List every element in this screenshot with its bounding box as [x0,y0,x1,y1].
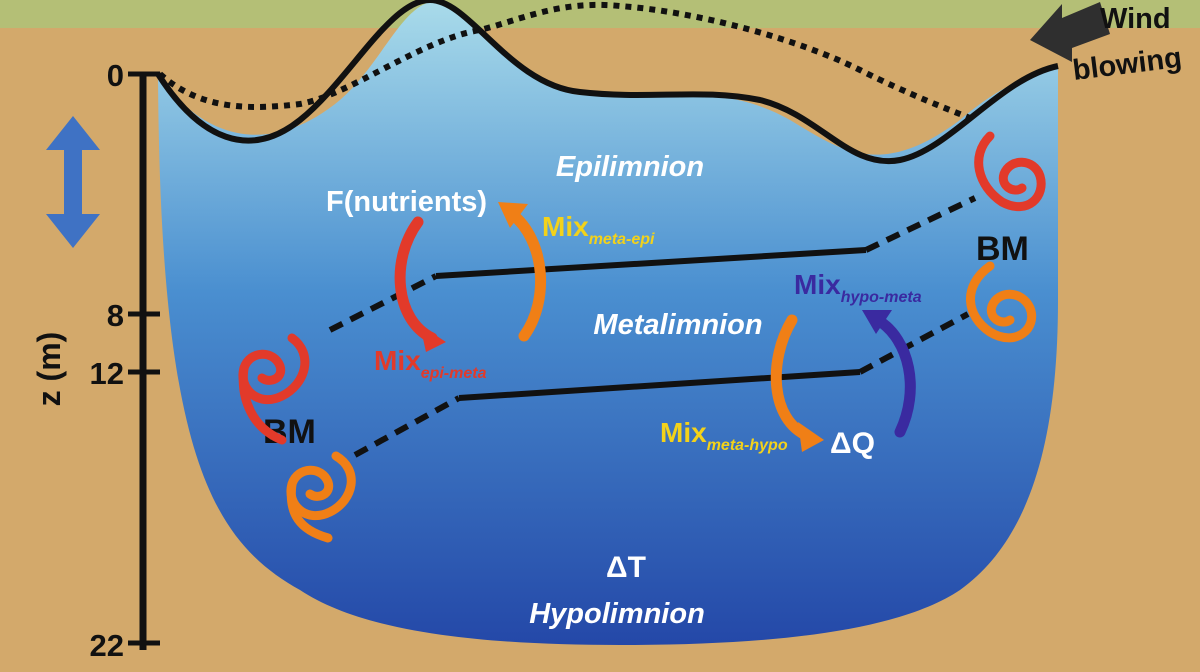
delta-t-label: ΔT [606,551,646,584]
nutrients-label: F(nutrients) [326,186,487,218]
spiral-eddy-icon [286,451,356,543]
tick-label-8: 8 [107,298,124,333]
mix-subscript: meta-epi [589,231,655,248]
tick-label-0: 0 [107,58,124,93]
surface-wave-dotted [157,1,972,121]
surface-wave-solid [155,0,1059,165]
upper-metalimnion-boundary [328,195,977,333]
mix-main: Mix [794,269,841,300]
spiral-eddy-icon [974,131,1046,212]
spiral-eddy-icon [966,261,1037,343]
curved-arrow-icon [394,216,446,352]
mix-subscript: meta-hypo [707,437,788,454]
mix-main: Mix [542,211,589,242]
mix-epi-meta-label: Mixepi-meta [374,345,487,382]
tick-label-22: 22 [90,628,124,663]
axis-title: z (m) [31,332,67,407]
mix-subscript: hypo-meta [841,289,922,306]
lower-metalimnion-boundary [353,311,970,458]
epilimnion-label: Epilimnion [556,151,704,183]
bm-right-label: BM [976,230,1029,268]
wind-label-line1: Wind [1100,3,1171,35]
curved-arrow-icon [498,202,546,342]
mix-main: Mix [374,345,421,376]
grass-strip [0,0,1200,28]
hypolimnion-label: Hypolimnion [529,598,705,630]
metalimnion-label: Metalimnion [593,309,762,341]
mix-main: Mix [660,417,707,448]
mix-meta-epi-label: Mixmeta-epi [542,211,655,248]
curved-arrow-icon [770,314,824,452]
mix-hypo-meta-label: Mixhypo-meta [794,269,922,306]
tick-label-12: 12 [90,356,124,391]
mix-subscript: epi-meta [421,365,487,382]
spiral-eddy-icon [238,333,310,445]
curved-arrow-icon [862,310,916,438]
lake-water [158,1,1058,646]
wind-arrow-icon [1030,2,1110,62]
delta-q-label: ΔQ [830,427,875,460]
mix-meta-hypo-label: Mixmeta-hypo [660,417,788,454]
double-arrow-icon [46,116,100,248]
